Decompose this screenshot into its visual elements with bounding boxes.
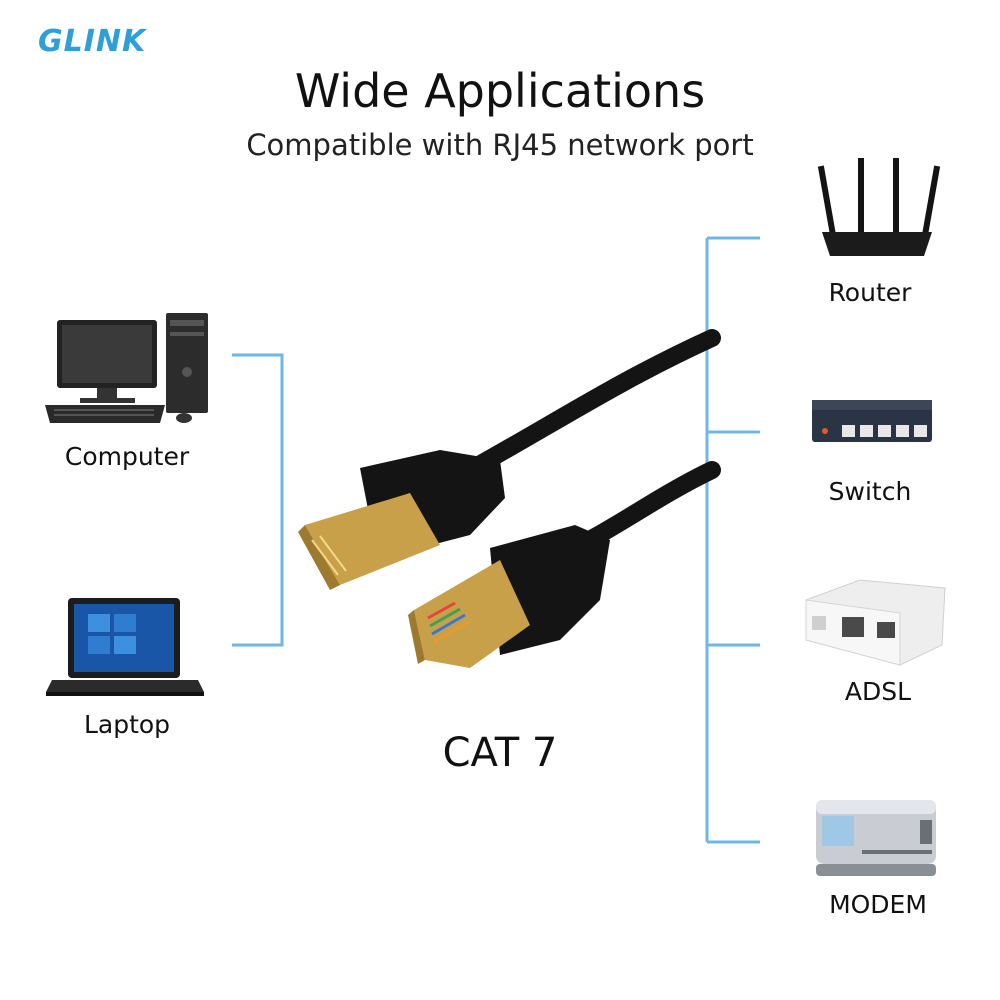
page-subtitle: Compatible with RJ45 network port [246, 128, 754, 162]
device-label-switch: Switch [828, 477, 912, 506]
device-label-adsl: ADSL [844, 677, 912, 706]
adsl-splitter-icon [805, 579, 946, 666]
right-connector-lines [705, 236, 760, 844]
ethernet-cable-icon [298, 329, 721, 668]
router-icon [817, 158, 941, 256]
cable-label: CAT 7 [442, 730, 558, 776]
desktop-computer-icon [45, 313, 208, 423]
laptop-icon [46, 598, 204, 696]
left-connector-lines [232, 353, 284, 647]
network-switch-icon [812, 400, 932, 442]
device-label-laptop: Laptop [83, 710, 171, 739]
page-title: Wide Applications [294, 64, 706, 118]
device-label-router: Router [828, 278, 912, 307]
device-label-computer: Computer [64, 442, 190, 471]
brand-logo: GLINK [38, 24, 147, 59]
modem-icon [816, 800, 936, 876]
device-label-modem: MODEM [829, 890, 927, 919]
